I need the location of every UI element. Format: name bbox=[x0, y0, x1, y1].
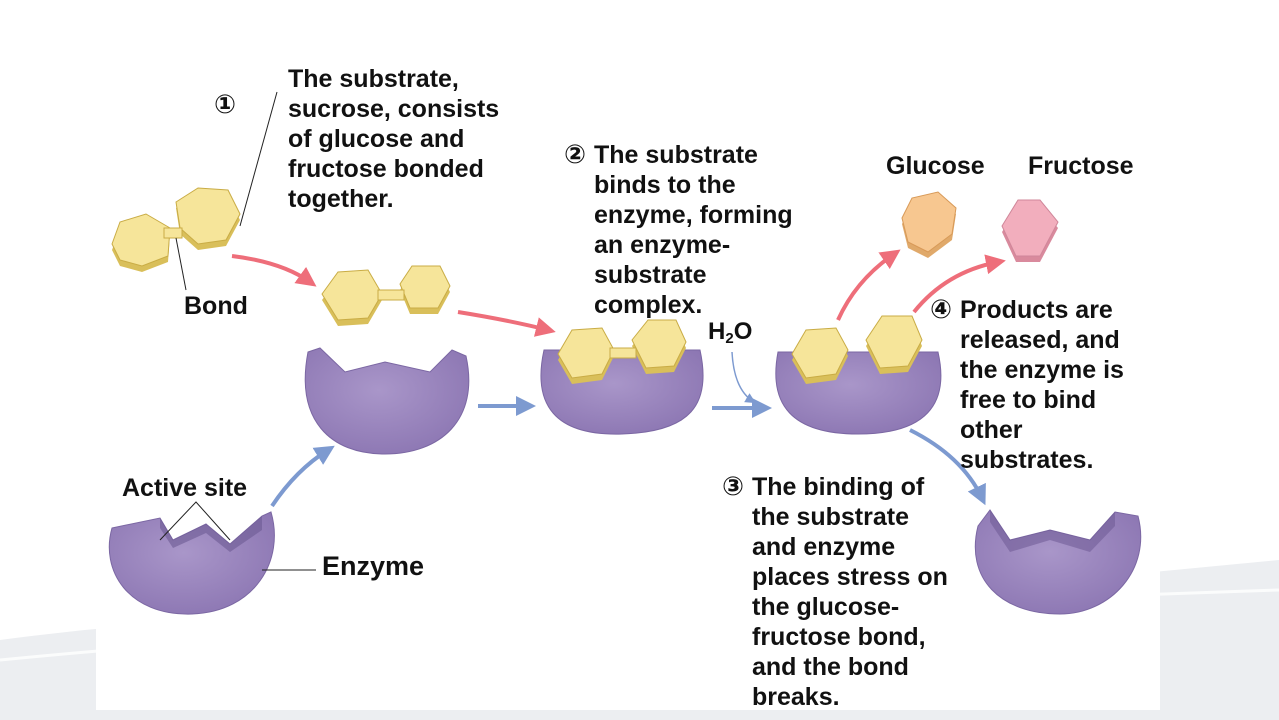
step2-line: substrate bbox=[594, 261, 707, 289]
products-in-enzyme bbox=[791, 315, 923, 384]
step2-line: an enzyme- bbox=[594, 231, 731, 259]
step4-text: Products are released, and the enzyme is… bbox=[960, 295, 1124, 475]
step1-text: The substrate, sucrose, consists of gluc… bbox=[288, 64, 499, 214]
step2-text: The substrate binds to the enzyme, formi… bbox=[594, 140, 793, 320]
glucose-label: Glucose bbox=[886, 152, 985, 180]
step1-line: fructose bonded bbox=[288, 155, 484, 183]
step4-line: the enzyme is bbox=[960, 356, 1124, 384]
enzyme-free-start bbox=[108, 511, 275, 615]
water-symbol-h: H bbox=[708, 318, 726, 345]
arrow-red-release-fructose bbox=[912, 254, 1006, 314]
step2-line: The substrate bbox=[594, 141, 758, 169]
arrows bbox=[231, 249, 1006, 508]
leader-step1 bbox=[239, 91, 278, 227]
enzyme-open bbox=[304, 347, 470, 455]
enzyme-released bbox=[974, 509, 1142, 615]
step3-line: the glucose- bbox=[752, 593, 900, 621]
step3-line: The binding of bbox=[752, 473, 925, 501]
enzyme-label: Enzyme bbox=[322, 551, 425, 581]
water-subscript: 2 bbox=[725, 330, 734, 347]
water-label: H2O bbox=[708, 318, 752, 353]
step3-line: breaks. bbox=[752, 683, 840, 711]
step2-number: ② bbox=[564, 140, 587, 170]
sucrose-substrate-bound bbox=[557, 319, 687, 384]
step4-line: substrates. bbox=[960, 446, 1094, 474]
active-site-label: Active site bbox=[122, 474, 248, 502]
fructose-label: Fructose bbox=[1028, 152, 1134, 180]
step2-line: binds to the bbox=[594, 171, 736, 199]
step3-line: and the bond bbox=[752, 653, 909, 681]
step4-line: released, and bbox=[960, 326, 1120, 354]
arrow-red-bind-2 bbox=[457, 310, 556, 337]
step3-text: The binding of the substrate and enzyme … bbox=[752, 472, 948, 712]
arrow-red-release-glucose bbox=[836, 249, 901, 321]
water-symbol-o: O bbox=[733, 318, 753, 345]
arrow-blue-step-d bbox=[909, 428, 986, 506]
arrow-blue-step-a bbox=[270, 445, 335, 508]
step3-line: fructose bond, bbox=[752, 623, 926, 651]
sucrose-substrate-free bbox=[111, 187, 241, 272]
step2-line: complex. bbox=[594, 291, 703, 319]
fructose-molecule bbox=[1001, 199, 1059, 262]
step1-line: sucrose, consists bbox=[288, 95, 500, 123]
step2-line: enzyme, forming bbox=[594, 201, 793, 229]
step1-line: The substrate, bbox=[288, 65, 459, 93]
step3-line: and enzyme bbox=[752, 533, 896, 561]
leader-active-site bbox=[159, 501, 231, 541]
step1-line: together. bbox=[288, 185, 394, 213]
step3-number: ③ bbox=[722, 472, 745, 502]
step3-line: the substrate bbox=[752, 503, 909, 531]
step4-line: free to bind bbox=[960, 386, 1097, 414]
leader-lines bbox=[159, 91, 316, 571]
step1-line: of glucose and bbox=[288, 125, 465, 153]
arrow-water-in bbox=[731, 351, 756, 404]
step4-line: Products are bbox=[960, 296, 1113, 324]
leader-bond bbox=[175, 237, 187, 291]
arrow-red-bind-1 bbox=[231, 254, 317, 287]
step4-number: ④ bbox=[930, 295, 953, 325]
glucose-molecule bbox=[901, 191, 957, 258]
sucrose-substrate-approaching bbox=[321, 265, 451, 326]
bond-label: Bond bbox=[184, 292, 248, 320]
step1-number: ① bbox=[214, 90, 237, 120]
step4-line: other bbox=[960, 416, 1023, 444]
step3-line: places stress on bbox=[752, 563, 948, 591]
